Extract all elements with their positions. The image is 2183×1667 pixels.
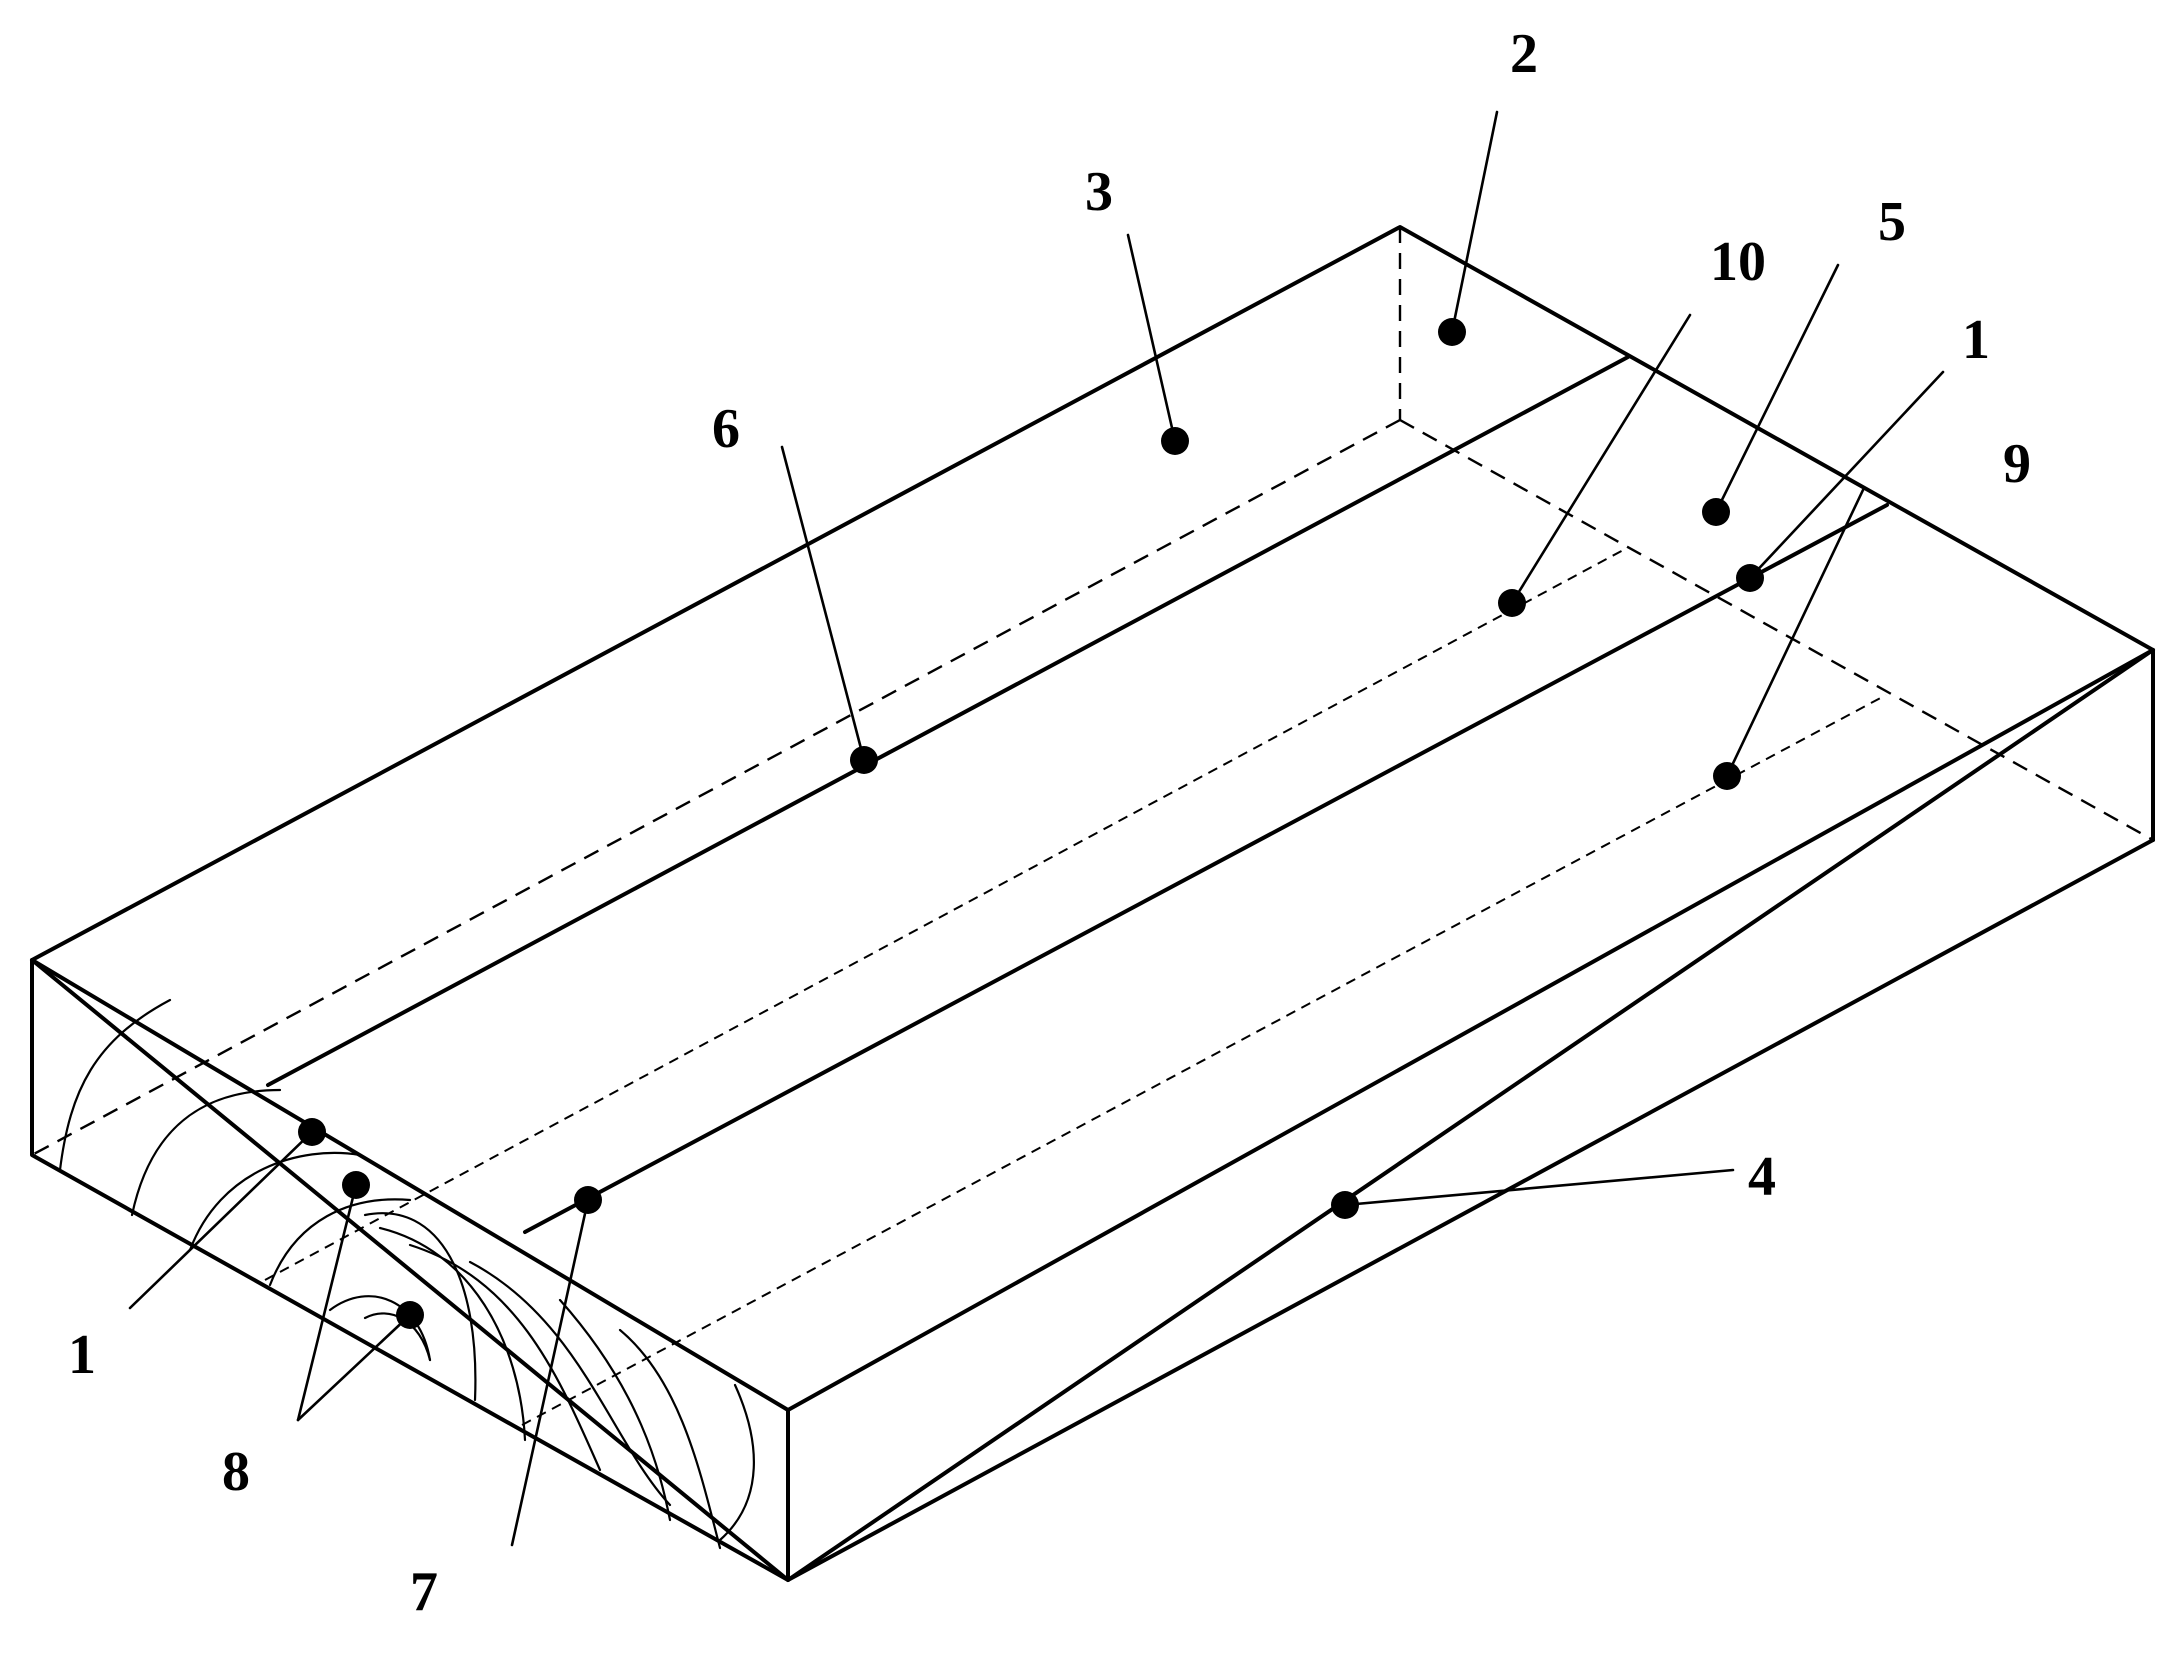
- label-5: 5: [1878, 191, 1906, 253]
- dot-4: [1331, 1191, 1359, 1219]
- leader-2: [1452, 112, 1497, 332]
- seam-lines: [265, 548, 1886, 1425]
- label-4: 4: [1748, 1146, 1776, 1208]
- strip-line-6: [268, 357, 1628, 1085]
- seam-line-9: [522, 695, 1886, 1425]
- label-1-right: 1: [1962, 309, 1990, 371]
- hidden-edges: [32, 227, 2153, 1155]
- leader-8-upper: [298, 1185, 356, 1420]
- board-outline: [32, 227, 2153, 1580]
- label-1-left: 1: [68, 1324, 96, 1386]
- dot-2: [1438, 318, 1466, 346]
- leader-9: [1727, 490, 1863, 776]
- grain-ring-10: [560, 1300, 670, 1520]
- dot-8-lower: [396, 1301, 424, 1329]
- front-top-edge: [788, 650, 2153, 1410]
- leader-5: [1716, 265, 1838, 512]
- label-7: 7: [410, 1561, 438, 1623]
- dot-6: [850, 746, 878, 774]
- dot-9: [1713, 762, 1741, 790]
- leader-4: [1345, 1170, 1733, 1205]
- label-6: 6: [712, 398, 740, 460]
- front-bottom-edge: [788, 840, 2153, 1580]
- marker-dots: [298, 318, 1764, 1329]
- dot-1-right: [1736, 564, 1764, 592]
- grain-ring-2: [132, 1090, 280, 1215]
- top-face: [32, 227, 2153, 1580]
- strip-lines: [268, 357, 1887, 1232]
- grain-ring-12: [720, 1385, 754, 1540]
- callout-labels: 1 8 7 4 6 3 2 10 5 1 9: [68, 23, 2031, 1623]
- leader-6: [782, 447, 864, 760]
- dot-10: [1498, 589, 1526, 617]
- leader-lines: [130, 112, 1943, 1545]
- label-8: 8: [222, 1441, 250, 1503]
- leader-1-left: [130, 1132, 312, 1308]
- dot-7: [574, 1186, 602, 1214]
- leader-10: [1512, 315, 1690, 603]
- hidden-back-bottom-left: [32, 420, 1400, 1155]
- dot-3: [1161, 427, 1189, 455]
- seam-line-10: [265, 548, 1627, 1280]
- leader-8-lower: [298, 1315, 410, 1420]
- label-10: 10: [1710, 231, 1766, 293]
- dot-8-upper: [342, 1171, 370, 1199]
- strip-line-7: [525, 505, 1887, 1232]
- label-3: 3: [1085, 161, 1113, 223]
- dot-1-left: [298, 1118, 326, 1146]
- label-9: 9: [2003, 433, 2031, 495]
- leader-3: [1128, 235, 1175, 441]
- hidden-back-bottom-right: [1400, 420, 2153, 840]
- dot-5: [1702, 498, 1730, 526]
- leader-1-right: [1750, 372, 1943, 578]
- label-2: 2: [1510, 23, 1538, 85]
